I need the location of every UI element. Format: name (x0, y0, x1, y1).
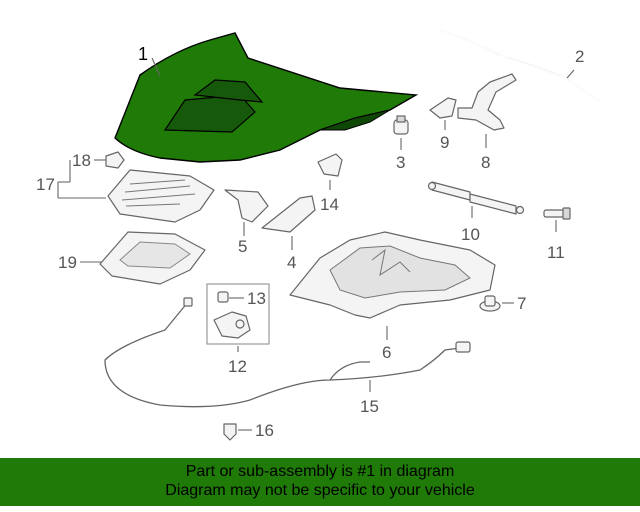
callout-3: 3 (396, 153, 405, 172)
info-banner: Part or sub-assembly is #1 in diagram Di… (0, 458, 640, 506)
callout-7: 7 (517, 294, 526, 313)
clip-part-16[interactable] (223, 423, 237, 441)
bolt-part-11[interactable] (543, 207, 571, 220)
callout-12: 12 (228, 357, 247, 376)
clip-part-18[interactable] (105, 151, 125, 169)
callout-10: 10 (461, 225, 480, 244)
bracket-part-5[interactable] (224, 189, 269, 223)
leader-line-1 (151, 57, 161, 77)
insulator-part-6[interactable] (289, 231, 496, 319)
latch-part-12[interactable] (213, 311, 251, 339)
banner-line-2: Diagram may not be specific to your vehi… (165, 482, 475, 499)
bracket-part-14[interactable] (317, 153, 343, 177)
callout-17: 17 (36, 175, 55, 194)
release-cable-part-15[interactable] (104, 297, 471, 408)
callout-13: 13 (247, 289, 266, 308)
callout-8: 8 (481, 153, 490, 172)
leader-line-2 (566, 69, 575, 79)
strut-part-10[interactable] (427, 181, 525, 215)
vent-part-17[interactable] (107, 169, 215, 223)
banner-line-1: Part or sub-assembly is #1 in diagram (185, 463, 455, 480)
clip-part-13[interactable] (217, 291, 229, 303)
callout-6: 6 (382, 343, 391, 362)
callout-11: 11 (547, 243, 565, 262)
callout-5: 5 (238, 237, 247, 256)
callout-15: 15 (360, 397, 379, 416)
bumper-part-7[interactable] (479, 295, 501, 312)
bracket-part-9[interactable] (429, 97, 457, 119)
hinge-part-8[interactable] (457, 73, 517, 131)
callout-9: 9 (440, 133, 449, 152)
callout-19: 19 (58, 253, 77, 272)
callout-14: 14 (320, 195, 339, 214)
callout-2: 2 (575, 47, 584, 66)
hood-parts-diagram: 1 2 3 4 5 6 (36, 29, 599, 441)
callout-18: 18 (72, 151, 91, 170)
weatherstrip-part-2[interactable] (439, 29, 599, 101)
callout-1: 1 (138, 44, 148, 64)
bracket-part-4[interactable] (261, 195, 316, 233)
callout-16: 16 (255, 421, 274, 440)
vent-frame-part-19[interactable] (99, 231, 206, 285)
bumper-part-3[interactable] (393, 115, 409, 135)
hood-part-1[interactable] (114, 32, 419, 163)
callout-4: 4 (287, 253, 296, 272)
